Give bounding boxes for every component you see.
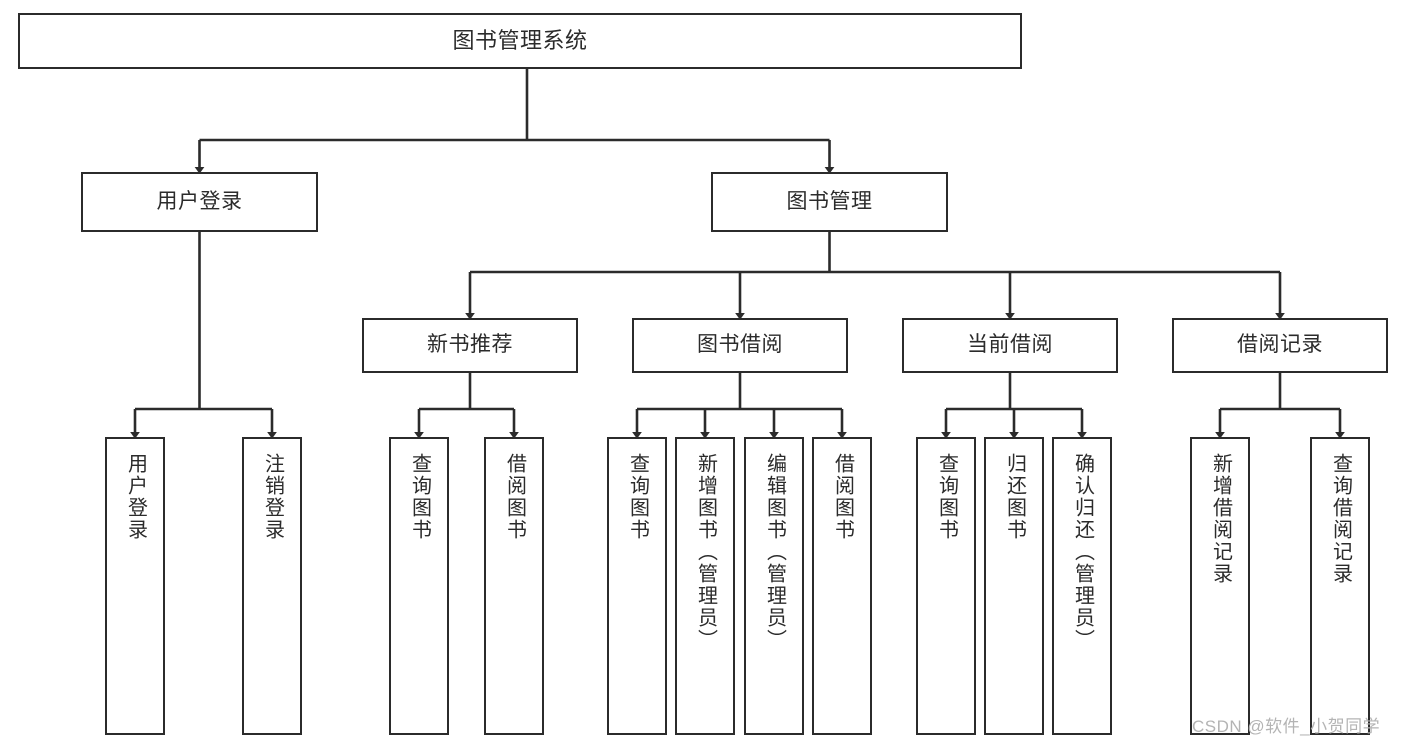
node-leaf-1[interactable]: 注销登录 xyxy=(242,437,302,735)
node-leaf-5-label: 新增图书（管理员） xyxy=(694,453,717,651)
node-level2-0[interactable]: 新书推荐 xyxy=(362,318,578,373)
node-leaf-4[interactable]: 查询图书 xyxy=(607,437,667,735)
node-leaf-11[interactable]: 新增借阅记录 xyxy=(1190,437,1250,735)
node-level2-2[interactable]: 当前借阅 xyxy=(902,318,1118,373)
node-root-system[interactable]: 图书管理系统 xyxy=(18,13,1022,69)
node-level2-1[interactable]: 图书借阅 xyxy=(632,318,848,373)
node-level2-0-label: 新书推荐 xyxy=(427,333,513,357)
node-leaf-8-label: 查询图书 xyxy=(935,453,958,541)
node-leaf-7-label: 借阅图书 xyxy=(831,453,854,541)
node-leaf-0[interactable]: 用户登录 xyxy=(105,437,165,735)
node-leaf-12-label: 查询借阅记录 xyxy=(1329,453,1352,585)
csdn-watermark: CSDN @软件_小贺同学 xyxy=(1192,717,1381,736)
node-level2-1-label: 图书借阅 xyxy=(697,333,783,357)
node-leaf-4-label: 查询图书 xyxy=(626,453,649,541)
node-leaf-6[interactable]: 编辑图书（管理员） xyxy=(744,437,804,735)
node-level1-0[interactable]: 用户登录 xyxy=(81,172,318,232)
node-root-system-label: 图书管理系统 xyxy=(452,28,588,54)
node-level2-3[interactable]: 借阅记录 xyxy=(1172,318,1388,373)
node-leaf-9-label: 归还图书 xyxy=(1003,453,1026,541)
node-leaf-5[interactable]: 新增图书（管理员） xyxy=(675,437,735,735)
node-leaf-6-label: 编辑图书（管理员） xyxy=(763,453,786,651)
node-leaf-0-label: 用户登录 xyxy=(124,453,147,541)
node-leaf-10-label: 确认归还（管理员） xyxy=(1071,453,1094,651)
node-leaf-2[interactable]: 查询图书 xyxy=(389,437,449,735)
node-leaf-7[interactable]: 借阅图书 xyxy=(812,437,872,735)
node-leaf-10[interactable]: 确认归还（管理员） xyxy=(1052,437,1112,735)
node-level1-1-label: 图书管理 xyxy=(786,189,873,213)
node-leaf-8[interactable]: 查询图书 xyxy=(916,437,976,735)
node-leaf-3-label: 借阅图书 xyxy=(503,453,526,541)
node-leaf-2-label: 查询图书 xyxy=(408,453,431,541)
node-leaf-12[interactable]: 查询借阅记录 xyxy=(1310,437,1370,735)
node-level2-3-label: 借阅记录 xyxy=(1237,333,1323,357)
node-leaf-3[interactable]: 借阅图书 xyxy=(484,437,544,735)
node-leaf-1-label: 注销登录 xyxy=(261,453,284,541)
node-level1-0-label: 用户登录 xyxy=(156,189,243,213)
node-level1-1[interactable]: 图书管理 xyxy=(711,172,948,232)
node-leaf-11-label: 新增借阅记录 xyxy=(1209,453,1232,585)
node-leaf-9[interactable]: 归还图书 xyxy=(984,437,1044,735)
node-level2-2-label: 当前借阅 xyxy=(967,333,1053,357)
